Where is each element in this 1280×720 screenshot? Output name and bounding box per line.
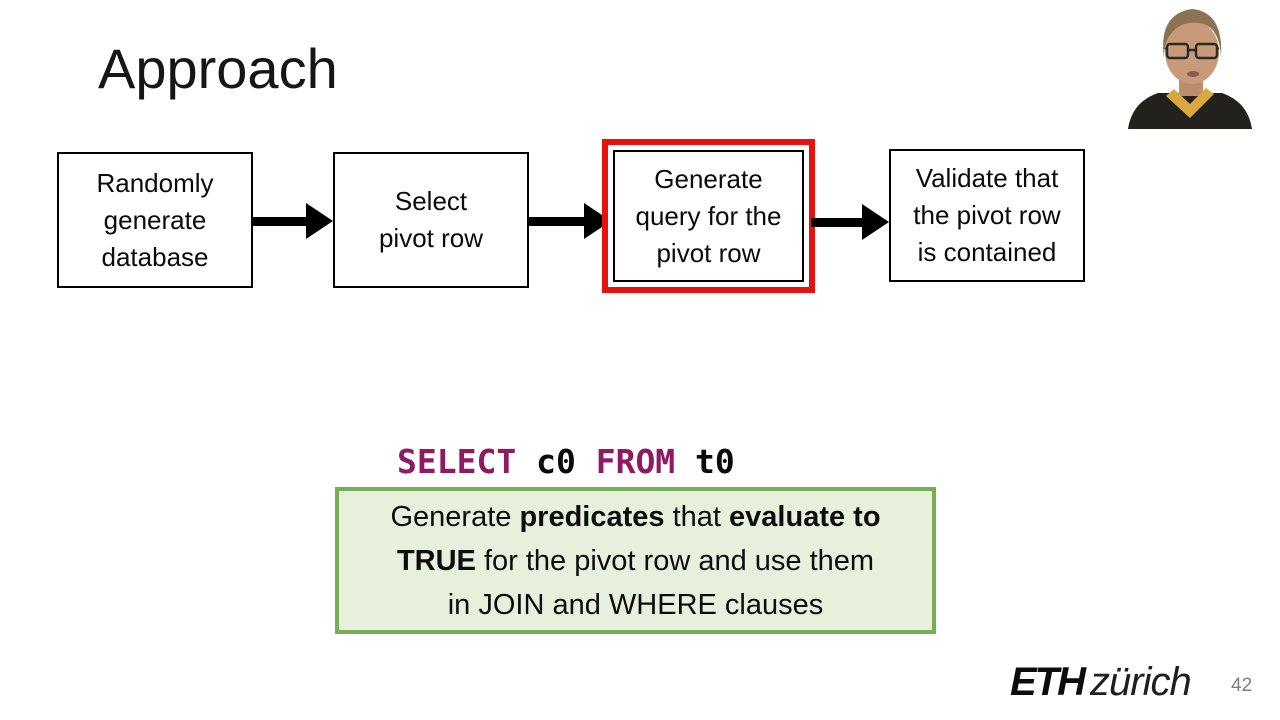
flow-step-randomly-generate-database: Randomly generate database [57, 152, 253, 288]
flow-step-generate-query: Generate query for the pivot row [613, 150, 804, 282]
flow-step-label: Validate that the pivot row is contained [913, 163, 1061, 267]
sql-line-1: SELECT c0 FROM t0 [397, 439, 762, 484]
sql-identifier-t0: t0 [675, 442, 735, 481]
flow-step-label: Randomly generate database [96, 167, 214, 272]
eth-logo-text: ETH [1010, 660, 1086, 704]
annotation-segment-bold: predicates [519, 500, 665, 533]
annotation-text: Generate predicates that evaluate to TRU… [390, 495, 880, 627]
flow-arrow-1 [252, 203, 333, 239]
flow-step-validate-pivot-row: Validate that the pivot row is contained [889, 149, 1085, 282]
annotation-segment: for the pivot row and use them [475, 544, 875, 577]
sql-keyword-select: SELECT [397, 442, 517, 481]
arrow-shaft [252, 217, 308, 226]
slide-page-number: 42 [1231, 675, 1253, 696]
flow-step-highlight-frame: Generate query for the pivot row [602, 139, 815, 293]
flow-step-select-pivot-row: Select pivot row [333, 152, 529, 288]
arrow-shaft [811, 218, 864, 227]
slide-title: Approach [98, 37, 338, 100]
sql-identifier-c0: c0 [516, 442, 596, 481]
presenter-avatar [1128, 9, 1252, 129]
sql-keyword-from: FROM [595, 442, 676, 481]
annotation-segment-bold: evaluate to [729, 500, 881, 533]
arrow-head-icon [862, 204, 889, 240]
eth-logo-city-text: zürich [1090, 660, 1192, 704]
flow-arrow-2 [529, 203, 611, 239]
presenter-webcam [1108, 0, 1272, 129]
annotation-segment: that [664, 500, 730, 533]
annotation-segment: in JOIN and WHERE clauses [447, 588, 824, 621]
arrow-shaft [529, 217, 586, 226]
annotation-segment: Generate [390, 500, 520, 533]
arrow-head-icon [306, 203, 333, 239]
flow-arrow-3 [811, 204, 889, 240]
annotation-box: Generate predicates that evaluate to TRU… [335, 487, 936, 634]
annotation-segment-bold: TRUE [396, 544, 476, 577]
flow-step-label: Generate query for the pivot row [635, 163, 782, 268]
flow-step-label: Select pivot row [378, 186, 484, 253]
